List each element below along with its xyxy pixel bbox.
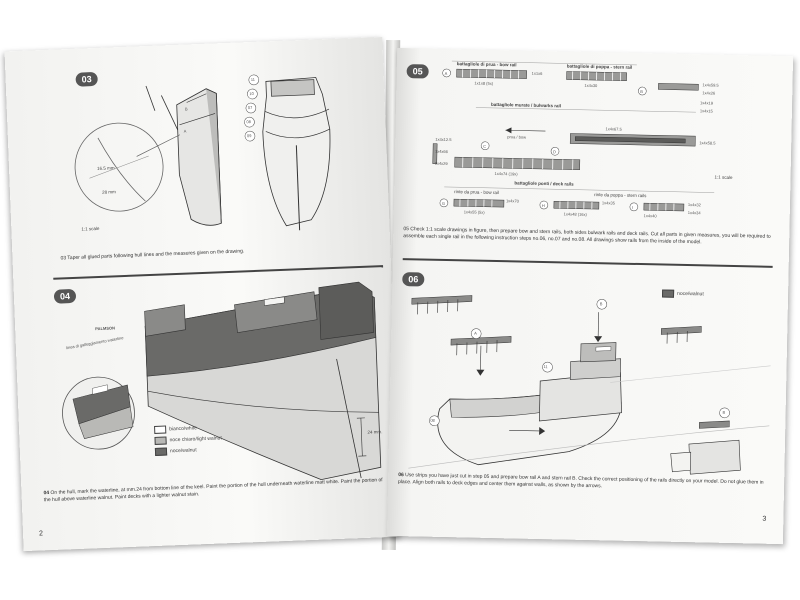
measure-10: 1x4x66 <box>434 148 448 154</box>
part-a-step06: A <box>474 330 477 336</box>
part-number-09: 09 <box>246 133 252 139</box>
swatch-walnut <box>154 447 168 456</box>
part-11-step06: 11 <box>543 364 548 370</box>
legend-white: bianco/white <box>154 424 197 434</box>
dimension-label-1: 16.5 mm <box>97 165 115 171</box>
part-letter-a-top: A <box>444 70 448 76</box>
page-number-right: 3 <box>762 515 767 523</box>
measure-12: 1x4x55 (5x) <box>463 209 485 215</box>
part-letter-h: H <box>541 202 545 209</box>
section-divider-right <box>402 258 773 268</box>
swatch-light-walnut <box>154 436 167 445</box>
measure-16: 1x4x32 <box>687 202 701 208</box>
part-letter-i: I <box>631 204 634 210</box>
measure-5: 1x4x26 <box>702 90 716 96</box>
legend-light-walnut-label: noce chiaro/light walnut <box>169 435 222 444</box>
section-divider-left <box>53 265 384 280</box>
bow-direction-label: prua / bow <box>507 134 527 140</box>
part-letter-c-top: C <box>483 143 487 149</box>
step-06-rail-placement-drawing <box>408 295 771 475</box>
measure-13: 1x4x70 <box>505 198 519 204</box>
rails-scale-label: 1:1 scale <box>714 174 733 180</box>
step-06-caption-text: Use strips you have just cut in step 05 … <box>398 472 764 489</box>
step-04-caption-lead: 04 <box>43 490 50 497</box>
measure-20: 1x4x40 <box>643 213 657 219</box>
step-05-rail-strips-drawing <box>432 60 715 212</box>
scale-label: 1:1 scale <box>81 225 100 232</box>
swatch-white <box>154 425 167 434</box>
palmson-badge: PALMSON <box>95 325 116 332</box>
measure-3: 1x4x30 <box>584 82 598 89</box>
step-06-caption: 06 Use strips you have just cut in step … <box>398 472 770 493</box>
part-b2-step06: B <box>722 409 726 415</box>
part-letter-a: A <box>183 128 187 134</box>
part-letter-g: G <box>441 200 446 206</box>
measure-14: 1x4x48 (16x) <box>563 211 587 217</box>
part-letter-b: B <box>184 106 188 112</box>
part-number-11: 11 <box>250 76 256 83</box>
step-03-hull-drawing <box>74 74 331 231</box>
part-b-step06: B <box>599 301 603 307</box>
measure-1: 1x1x8 (5x) <box>474 80 494 86</box>
part-08-step06: 08 <box>430 417 435 423</box>
legend-white-label: bianco/white <box>169 425 198 433</box>
measure-17: 1x4x34 <box>687 210 701 216</box>
measure-11: 1x4x29 <box>434 160 448 166</box>
page-number-left: 2 <box>38 530 44 538</box>
measure-7: 1x4x67.5 <box>605 126 622 132</box>
measure-15: 1x4x35 <box>601 200 615 206</box>
legend-walnut-label: noce/walnut <box>169 447 197 455</box>
legend-walnut: noce/walnut <box>154 446 197 456</box>
measure-2: 1x1x6 <box>531 70 543 76</box>
measure-8: 1x4x58.5 <box>699 140 716 146</box>
measure-6: 1x4x12.5 <box>435 136 452 143</box>
measure-19: 1x4x15 <box>699 108 713 114</box>
step-04-hull-painting-drawing <box>62 281 382 481</box>
part-number-10: 10 <box>249 90 254 97</box>
dimension-label-2: 28 mm <box>101 189 116 195</box>
part-number-08: 08 <box>246 119 251 125</box>
measure-9: 1x4x74 (19x) <box>494 170 518 177</box>
right-page: 05 battagliole di prua - bow rail battag… <box>386 47 794 545</box>
waterline-measure: 24 mm. <box>367 429 383 435</box>
measure-18: 1x4x19 <box>700 100 714 106</box>
part-letter-b-top: B <box>640 89 644 95</box>
part-number-07: 07 <box>247 104 253 111</box>
measure-4: 1x4x59.5 <box>702 82 719 88</box>
step-06-caption-lead: 06 <box>398 472 404 479</box>
left-page: 03 1 <box>4 36 402 552</box>
part-letter-d-top: D <box>552 149 556 155</box>
